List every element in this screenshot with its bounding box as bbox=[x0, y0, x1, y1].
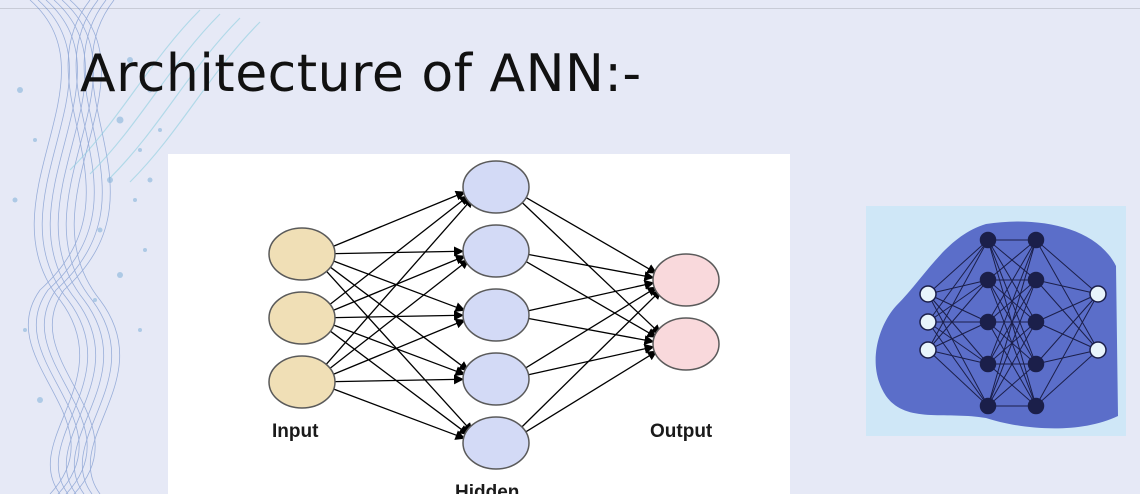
icon-connection bbox=[987, 239, 1037, 281]
icon-connection bbox=[987, 239, 1037, 365]
icon-blob bbox=[875, 221, 1118, 429]
connection-arrow bbox=[524, 286, 658, 369]
icon-connection bbox=[1035, 293, 1099, 365]
connection-arrow bbox=[520, 289, 662, 429]
wave-decoration bbox=[12, 0, 261, 494]
hidden-node bbox=[462, 352, 530, 406]
slide-title: Architecture of ANN:- bbox=[80, 44, 642, 104]
icon-connection bbox=[1035, 349, 1099, 407]
icon-hidden-node bbox=[1027, 355, 1045, 373]
connection-arrow bbox=[332, 254, 466, 311]
icon-connection bbox=[927, 293, 989, 365]
connection-arrow bbox=[528, 343, 655, 376]
icon-hidden-node bbox=[1027, 313, 1045, 331]
icon-connection bbox=[927, 349, 989, 407]
ann-network-graphic bbox=[268, 160, 720, 470]
icon-io-node bbox=[1089, 285, 1107, 303]
hidden-node bbox=[462, 224, 530, 278]
connection-arrow bbox=[333, 260, 466, 312]
icon-connection bbox=[927, 321, 989, 365]
icon-hidden-node bbox=[1027, 397, 1045, 415]
connection-arrow bbox=[528, 317, 655, 345]
hidden-layer-label: Hidden bbox=[455, 482, 520, 494]
neural-network-icon bbox=[866, 206, 1126, 436]
output-node bbox=[652, 253, 720, 307]
icon-hidden-node bbox=[979, 397, 997, 415]
connection-arrow bbox=[332, 318, 466, 375]
connection-arrow bbox=[333, 324, 466, 376]
icon-connection bbox=[927, 239, 989, 323]
connection-arrow bbox=[525, 260, 658, 338]
icon-hidden-node bbox=[1027, 231, 1045, 249]
icon-hidden-node bbox=[979, 231, 997, 249]
icon-connection bbox=[987, 239, 1037, 323]
icon-connection bbox=[1035, 293, 1099, 323]
icon-connection bbox=[1035, 293, 1099, 407]
icon-io-node bbox=[919, 313, 937, 331]
connection-arrow bbox=[528, 279, 655, 312]
input-node bbox=[268, 355, 336, 409]
connection-arrow bbox=[520, 201, 662, 335]
connection-arrow bbox=[328, 195, 470, 306]
connection-arrow bbox=[325, 269, 474, 433]
icon-connection bbox=[1035, 239, 1099, 295]
icon-connection bbox=[1035, 349, 1099, 365]
icon-connection bbox=[1035, 321, 1099, 351]
icon-connection bbox=[927, 349, 989, 365]
icon-connection bbox=[987, 239, 1037, 407]
output-node bbox=[652, 317, 720, 371]
icon-connection bbox=[927, 321, 989, 351]
icon-io-node bbox=[919, 285, 937, 303]
icon-connection bbox=[987, 279, 1037, 407]
connection-arrow bbox=[334, 246, 465, 257]
icon-connection bbox=[927, 239, 989, 295]
input-node bbox=[268, 227, 336, 281]
connection-arrow bbox=[333, 388, 466, 440]
icon-connection bbox=[927, 279, 989, 295]
icon-connection bbox=[1035, 279, 1099, 351]
icon-connection bbox=[987, 363, 1037, 407]
connection-arrow bbox=[332, 190, 466, 247]
connection-arrow bbox=[324, 197, 474, 366]
connection-arrow bbox=[329, 330, 470, 436]
hidden-node bbox=[462, 288, 530, 342]
input-layer-label: Input bbox=[272, 421, 319, 442]
input-node bbox=[268, 291, 336, 345]
output-layer-label: Output bbox=[650, 421, 713, 442]
icon-connection bbox=[927, 321, 989, 407]
icon-io-node bbox=[919, 341, 937, 359]
connection-arrow bbox=[524, 350, 658, 433]
connection-arrow bbox=[329, 266, 470, 372]
connection-arrow bbox=[528, 253, 655, 281]
icon-hidden-node bbox=[979, 271, 997, 289]
hidden-node bbox=[462, 160, 530, 214]
icon-hidden-node bbox=[1027, 271, 1045, 289]
icon-connection bbox=[1035, 239, 1099, 351]
icon-connection bbox=[927, 293, 989, 407]
connection-arrow bbox=[334, 374, 465, 385]
icon-connection bbox=[927, 279, 989, 323]
connection-arrow bbox=[334, 310, 465, 321]
ann-diagram: Input Hidden Output bbox=[168, 154, 790, 494]
icon-hidden-node bbox=[979, 355, 997, 373]
icon-connection bbox=[927, 279, 989, 351]
top-border bbox=[0, 8, 1140, 9]
connection-arrow bbox=[328, 259, 470, 370]
icon-io-node bbox=[1089, 341, 1107, 359]
hidden-node bbox=[462, 416, 530, 470]
icon-connection bbox=[927, 239, 989, 351]
icon-connection bbox=[1035, 279, 1099, 295]
icon-connection bbox=[987, 321, 1037, 407]
icon-hidden-node bbox=[979, 313, 997, 331]
icon-connection bbox=[927, 293, 989, 323]
connection-arrow bbox=[525, 196, 658, 274]
